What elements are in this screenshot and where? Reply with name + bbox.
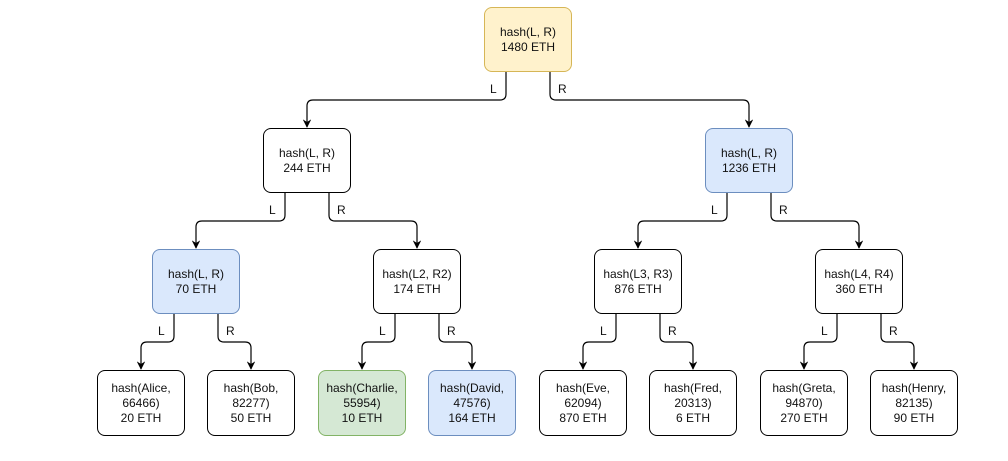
edge-n70-alice: [136, 314, 175, 370]
edge-label-right: R: [777, 203, 790, 217]
edge-n174-david: [438, 314, 477, 370]
node-text-line: 20 ETH: [120, 410, 162, 425]
node-text-line: 244 ETH: [283, 160, 331, 175]
edge-root-n1236: [549, 72, 754, 128]
edge-label-left: L: [598, 324, 609, 338]
edge-n360-henry: [880, 314, 919, 370]
tree-node-david: hash(David,47576)164 ETH: [428, 370, 516, 436]
edge-n1236-n360: [770, 193, 864, 249]
tree-node-eve: hash(Eve,62094)870 ETH: [539, 370, 627, 436]
node-text-line: 90 ETH: [893, 410, 935, 425]
node-text-line: hash(Bob,: [223, 380, 279, 395]
node-text-line: 62094): [564, 395, 602, 410]
tree-node-charlie: hash(Charlie,55954)10 ETH: [318, 370, 406, 436]
node-text-line: hash(Henry,: [881, 380, 947, 395]
tree-node-root: hash(L, R)1480 ETH: [484, 7, 572, 72]
node-text-line: hash(L2, R2): [382, 266, 452, 281]
edge-label-right: R: [445, 324, 458, 338]
node-text-line: hash(David,: [439, 380, 505, 395]
tree-node-n70: hash(L, R)70 ETH: [152, 249, 240, 314]
edge-label-left: L: [377, 324, 388, 338]
edge-n876-eve: [578, 314, 617, 370]
tree-node-n174: hash(L2, R2)174 ETH: [373, 249, 461, 314]
tree-node-n876: hash(L3, R3)876 ETH: [594, 249, 682, 314]
tree-node-henry: hash(Henry,82135)90 ETH: [870, 370, 958, 436]
node-text-line: 94870): [785, 395, 823, 410]
node-text-line: 870 ETH: [559, 410, 607, 425]
edge-label-right: R: [887, 324, 900, 338]
node-text-line: 50 ETH: [230, 410, 272, 425]
node-text-line: hash(L3, R3): [603, 266, 673, 281]
node-text-line: hash(Eve,: [555, 380, 611, 395]
edge-label-right: R: [556, 82, 569, 96]
tree-node-alice: hash(Alice,66466)20 ETH: [97, 370, 185, 436]
edge-n174-charlie: [357, 314, 396, 370]
node-text-line: hash(L, R): [720, 145, 778, 160]
node-text-line: hash(L, R): [499, 24, 557, 39]
node-text-line: hash(L4, R4): [824, 266, 894, 281]
node-text-line: 47576): [453, 395, 491, 410]
node-text-line: 82135): [895, 395, 933, 410]
edge-label-left: L: [488, 82, 499, 96]
tree-node-greta: hash(Greta,94870)270 ETH: [760, 370, 848, 436]
node-text-line: hash(Fred,: [663, 380, 723, 395]
node-text-line: 70 ETH: [175, 281, 217, 296]
node-text-line: 82277): [232, 395, 270, 410]
node-text-line: 164 ETH: [448, 410, 496, 425]
node-text-line: hash(Charlie,: [326, 380, 398, 395]
node-text-line: 6 ETH: [675, 410, 710, 425]
edge-n244-n70: [191, 193, 286, 249]
edge-label-left: L: [709, 203, 720, 217]
edge-n360-greta: [799, 314, 838, 370]
edge-label-left: L: [819, 324, 830, 338]
edge-n70-bob: [217, 314, 256, 370]
tree-node-n244: hash(L, R)244 ETH: [263, 128, 351, 193]
edge-n876-fred: [659, 314, 698, 370]
node-text-line: hash(Alice,: [111, 380, 171, 395]
node-text-line: 66466): [122, 395, 160, 410]
node-text-line: 270 ETH: [780, 410, 828, 425]
node-text-line: hash(Greta,: [772, 380, 836, 395]
node-text-line: 55954): [343, 395, 381, 410]
edge-root-n244: [302, 72, 507, 128]
node-text-line: 360 ETH: [835, 281, 883, 296]
edge-label-left: L: [156, 324, 167, 338]
edge-label-right: R: [224, 324, 237, 338]
edge-n244-n174: [328, 193, 422, 249]
edge-label-right: R: [335, 203, 348, 217]
node-text-line: 174 ETH: [393, 281, 441, 296]
node-text-line: 1480 ETH: [500, 39, 556, 54]
tree-node-fred: hash(Fred,20313)6 ETH: [649, 370, 737, 436]
node-text-line: 1236 ETH: [721, 160, 777, 175]
tree-node-n360: hash(L4, R4)360 ETH: [815, 249, 903, 314]
node-text-line: 10 ETH: [341, 410, 383, 425]
tree-node-n1236: hash(L, R)1236 ETH: [705, 128, 793, 193]
node-text-line: 876 ETH: [614, 281, 662, 296]
node-text-line: hash(L, R): [278, 145, 336, 160]
node-text-line: hash(L, R): [167, 266, 225, 281]
edge-label-left: L: [267, 203, 278, 217]
edge-label-right: R: [666, 324, 679, 338]
edge-n1236-n876: [633, 193, 728, 249]
node-text-line: 20313): [674, 395, 712, 410]
tree-node-bob: hash(Bob,82277)50 ETH: [207, 370, 295, 436]
